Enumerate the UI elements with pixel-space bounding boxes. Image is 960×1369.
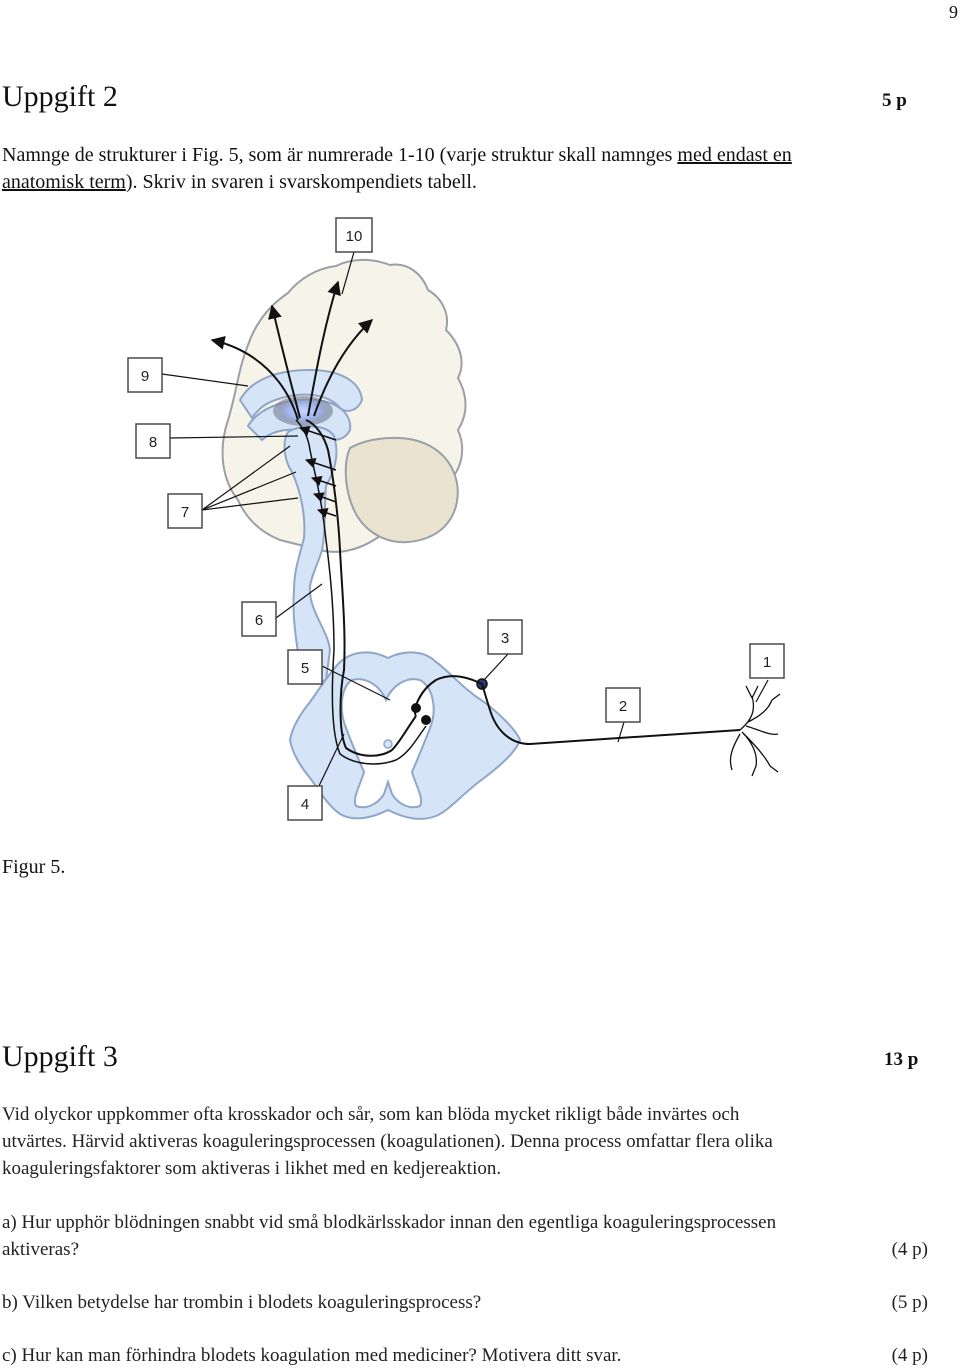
label-10: 10 xyxy=(346,228,363,245)
label-1: 1 xyxy=(763,654,771,671)
label-box-4: 4 xyxy=(287,785,323,821)
task3-points: 13 p xyxy=(884,1049,919,1070)
label-box-7: 7 xyxy=(167,493,203,529)
question-b-points: (5 p) xyxy=(891,1292,928,1313)
label-box-6: 6 xyxy=(241,601,277,637)
task3-title: Uppgift 3 xyxy=(2,1040,118,1073)
task2-text-after: ). Skriv in svaren i svarskompendiets ta… xyxy=(125,171,477,193)
task3-intro-line-3: koaguleringsfaktorer som aktiveras i lik… xyxy=(2,1158,502,1179)
question-b-text: b) Vilken betydelse har trombin i blodet… xyxy=(2,1292,482,1313)
label-3: 3 xyxy=(501,630,509,647)
label-box-8: 8 xyxy=(135,423,171,459)
task3-intro: Vid olyckor uppkommer ofta krosskador oc… xyxy=(2,1101,952,1182)
label-box-1: 1 xyxy=(749,643,785,679)
question-b: b) Vilken betydelse har trombin i blodet… xyxy=(2,1289,928,1316)
task2-title: Uppgift 2 xyxy=(2,80,118,113)
question-a-points: (4 p) xyxy=(891,1239,928,1260)
task3-intro-line-2: utvärtes. Härvid aktiveras koaguleringsp… xyxy=(2,1131,773,1152)
label-9: 9 xyxy=(141,368,149,385)
label-2: 2 xyxy=(619,698,627,715)
thalamus-shape xyxy=(273,396,333,426)
question-c-text: c) Hur kan man förhindra blodets koagula… xyxy=(2,1345,622,1366)
label-box-3: 3 xyxy=(487,619,523,655)
label-6: 6 xyxy=(255,612,263,629)
label-8: 8 xyxy=(149,434,157,451)
sensory-receptor-ending xyxy=(729,685,781,777)
label-box-10: 10 xyxy=(335,217,373,253)
label-box-5: 5 xyxy=(287,649,323,685)
figure-caption: Figur 5. xyxy=(2,856,66,878)
brainstem-shape xyxy=(283,425,338,683)
label-box-9: 9 xyxy=(127,357,163,393)
label-5: 5 xyxy=(301,660,309,677)
question-c: c) Hur kan man förhindra blodets koagula… xyxy=(2,1342,928,1369)
cerebellum-shape xyxy=(344,437,459,544)
label-4: 4 xyxy=(301,796,309,813)
page-number: 9 xyxy=(949,2,958,22)
label-box-2: 2 xyxy=(605,687,641,723)
question-a-line-2: aktiveras? xyxy=(2,1239,80,1260)
task2-underlined-2: anatomisk term xyxy=(2,171,126,193)
figure-5-diagram: 10 9 8 7 6 5 4 3 2 1 xyxy=(127,217,785,821)
question-a: a) Hur upphör blödningen snabbt vid små … xyxy=(2,1209,928,1263)
corpus-callosum-shape xyxy=(238,368,364,420)
task2-underlined-1: med endast en xyxy=(677,144,792,166)
task3-intro-line-1: Vid olyckor uppkommer ofta krosskador oc… xyxy=(2,1104,740,1125)
task2-points: 5 p xyxy=(882,90,907,111)
task2-text-before: Namnge de strukturer i Fig. 5, som är nu… xyxy=(2,144,678,166)
peripheral-nerve-fiber xyxy=(481,683,741,746)
question-a-line-1: a) Hur upphör blödningen snabbt vid små … xyxy=(2,1212,777,1233)
label-7: 7 xyxy=(181,504,189,521)
task2-instruction: Namnge de strukturer i Fig. 5, som är nu… xyxy=(2,142,952,196)
question-c-points: (4 p) xyxy=(891,1345,928,1366)
